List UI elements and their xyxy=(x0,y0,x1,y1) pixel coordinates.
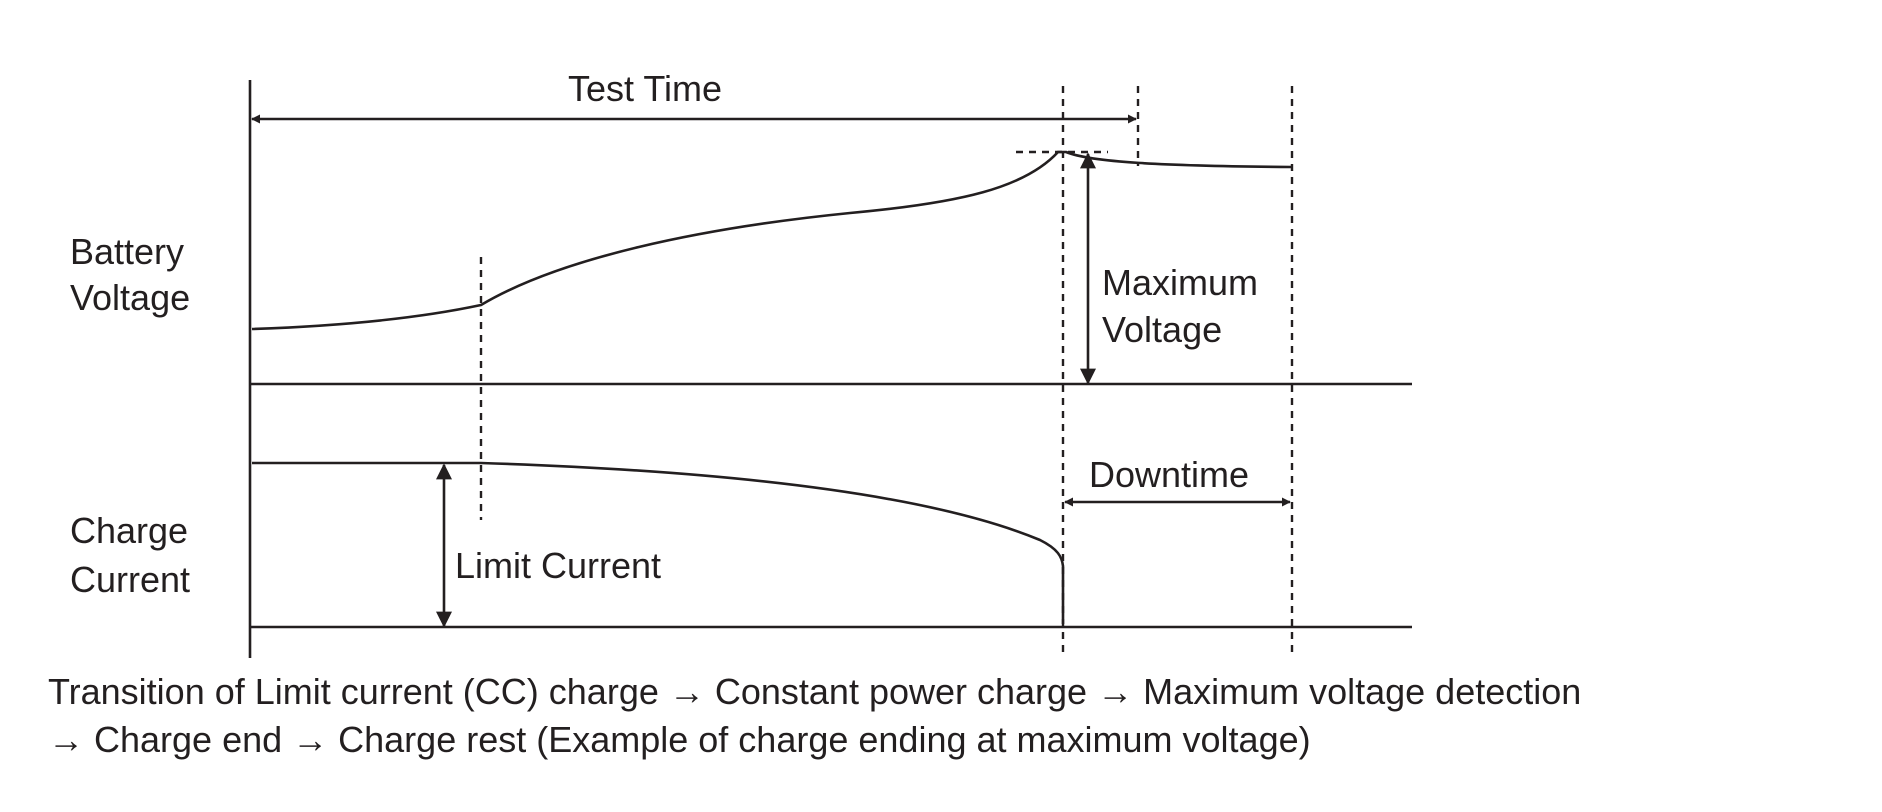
caption-line-1: Transition of Limit current (CC) charge … xyxy=(48,671,1581,712)
downtime-label: Downtime xyxy=(1089,454,1249,495)
charge-current-label-line1: Charge xyxy=(70,510,188,551)
maximum-voltage-label-line2: Voltage xyxy=(1102,309,1222,350)
charge-current-label-line2: Current xyxy=(70,559,190,600)
charge-current-curve xyxy=(252,461,1065,624)
limit-current-label: Limit Current xyxy=(455,545,661,586)
test-time-label: Test Time xyxy=(568,68,722,109)
maximum-voltage-label-line1: Maximum xyxy=(1102,262,1258,303)
battery-voltage-label-line2: Voltage xyxy=(70,277,190,318)
battery-voltage-label-line1: Battery xyxy=(70,231,184,272)
caption-line-2: → Charge end → Charge rest (Example of c… xyxy=(48,719,1311,760)
